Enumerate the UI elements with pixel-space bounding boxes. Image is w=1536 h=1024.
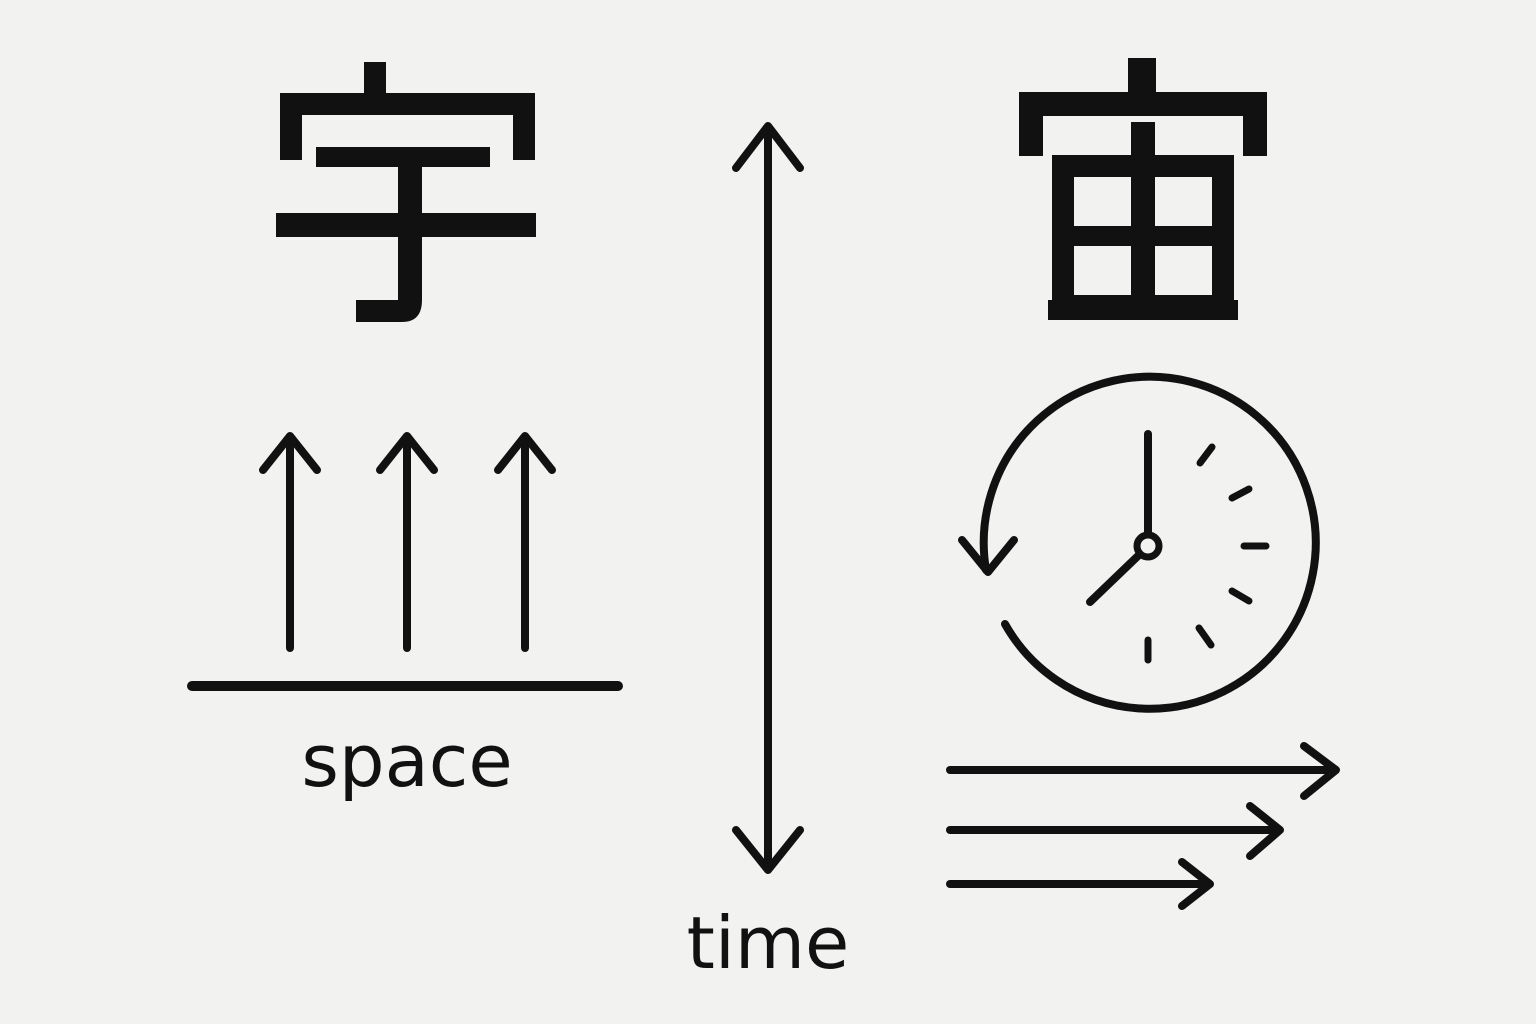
char-stroke bbox=[356, 164, 422, 322]
clock-center bbox=[1133, 531, 1163, 561]
char-stroke bbox=[280, 93, 535, 160]
clock-icon bbox=[958, 372, 1320, 713]
char-stroke bbox=[1063, 226, 1223, 246]
right-arrow-icon bbox=[946, 742, 1340, 800]
char-stroke bbox=[1131, 122, 1155, 318]
counterclockwise-arrow-icon bbox=[958, 536, 1018, 576]
char-stroke bbox=[364, 62, 386, 96]
clock-rim bbox=[979, 372, 1320, 713]
space-arrows bbox=[259, 432, 556, 652]
time-label: time bbox=[687, 901, 850, 985]
right-arrow-icon bbox=[946, 802, 1284, 860]
up-arrow-icon bbox=[376, 432, 438, 652]
char-stroke bbox=[316, 147, 490, 167]
right-arrow-icon bbox=[946, 858, 1214, 910]
space-label: space bbox=[301, 719, 512, 803]
char-stroke bbox=[1128, 58, 1156, 92]
time-character bbox=[1019, 58, 1267, 320]
time-flow-arrows bbox=[946, 742, 1340, 910]
up-arrow-icon bbox=[494, 432, 556, 652]
double-headed-vertical-arrow-icon bbox=[732, 122, 804, 874]
up-arrow-icon bbox=[259, 432, 321, 652]
char-stroke bbox=[1019, 92, 1267, 156]
space-character bbox=[276, 62, 536, 322]
clock-ticks bbox=[1144, 443, 1270, 664]
clock-minute-hand bbox=[1086, 550, 1144, 606]
char-stroke bbox=[1048, 300, 1238, 320]
